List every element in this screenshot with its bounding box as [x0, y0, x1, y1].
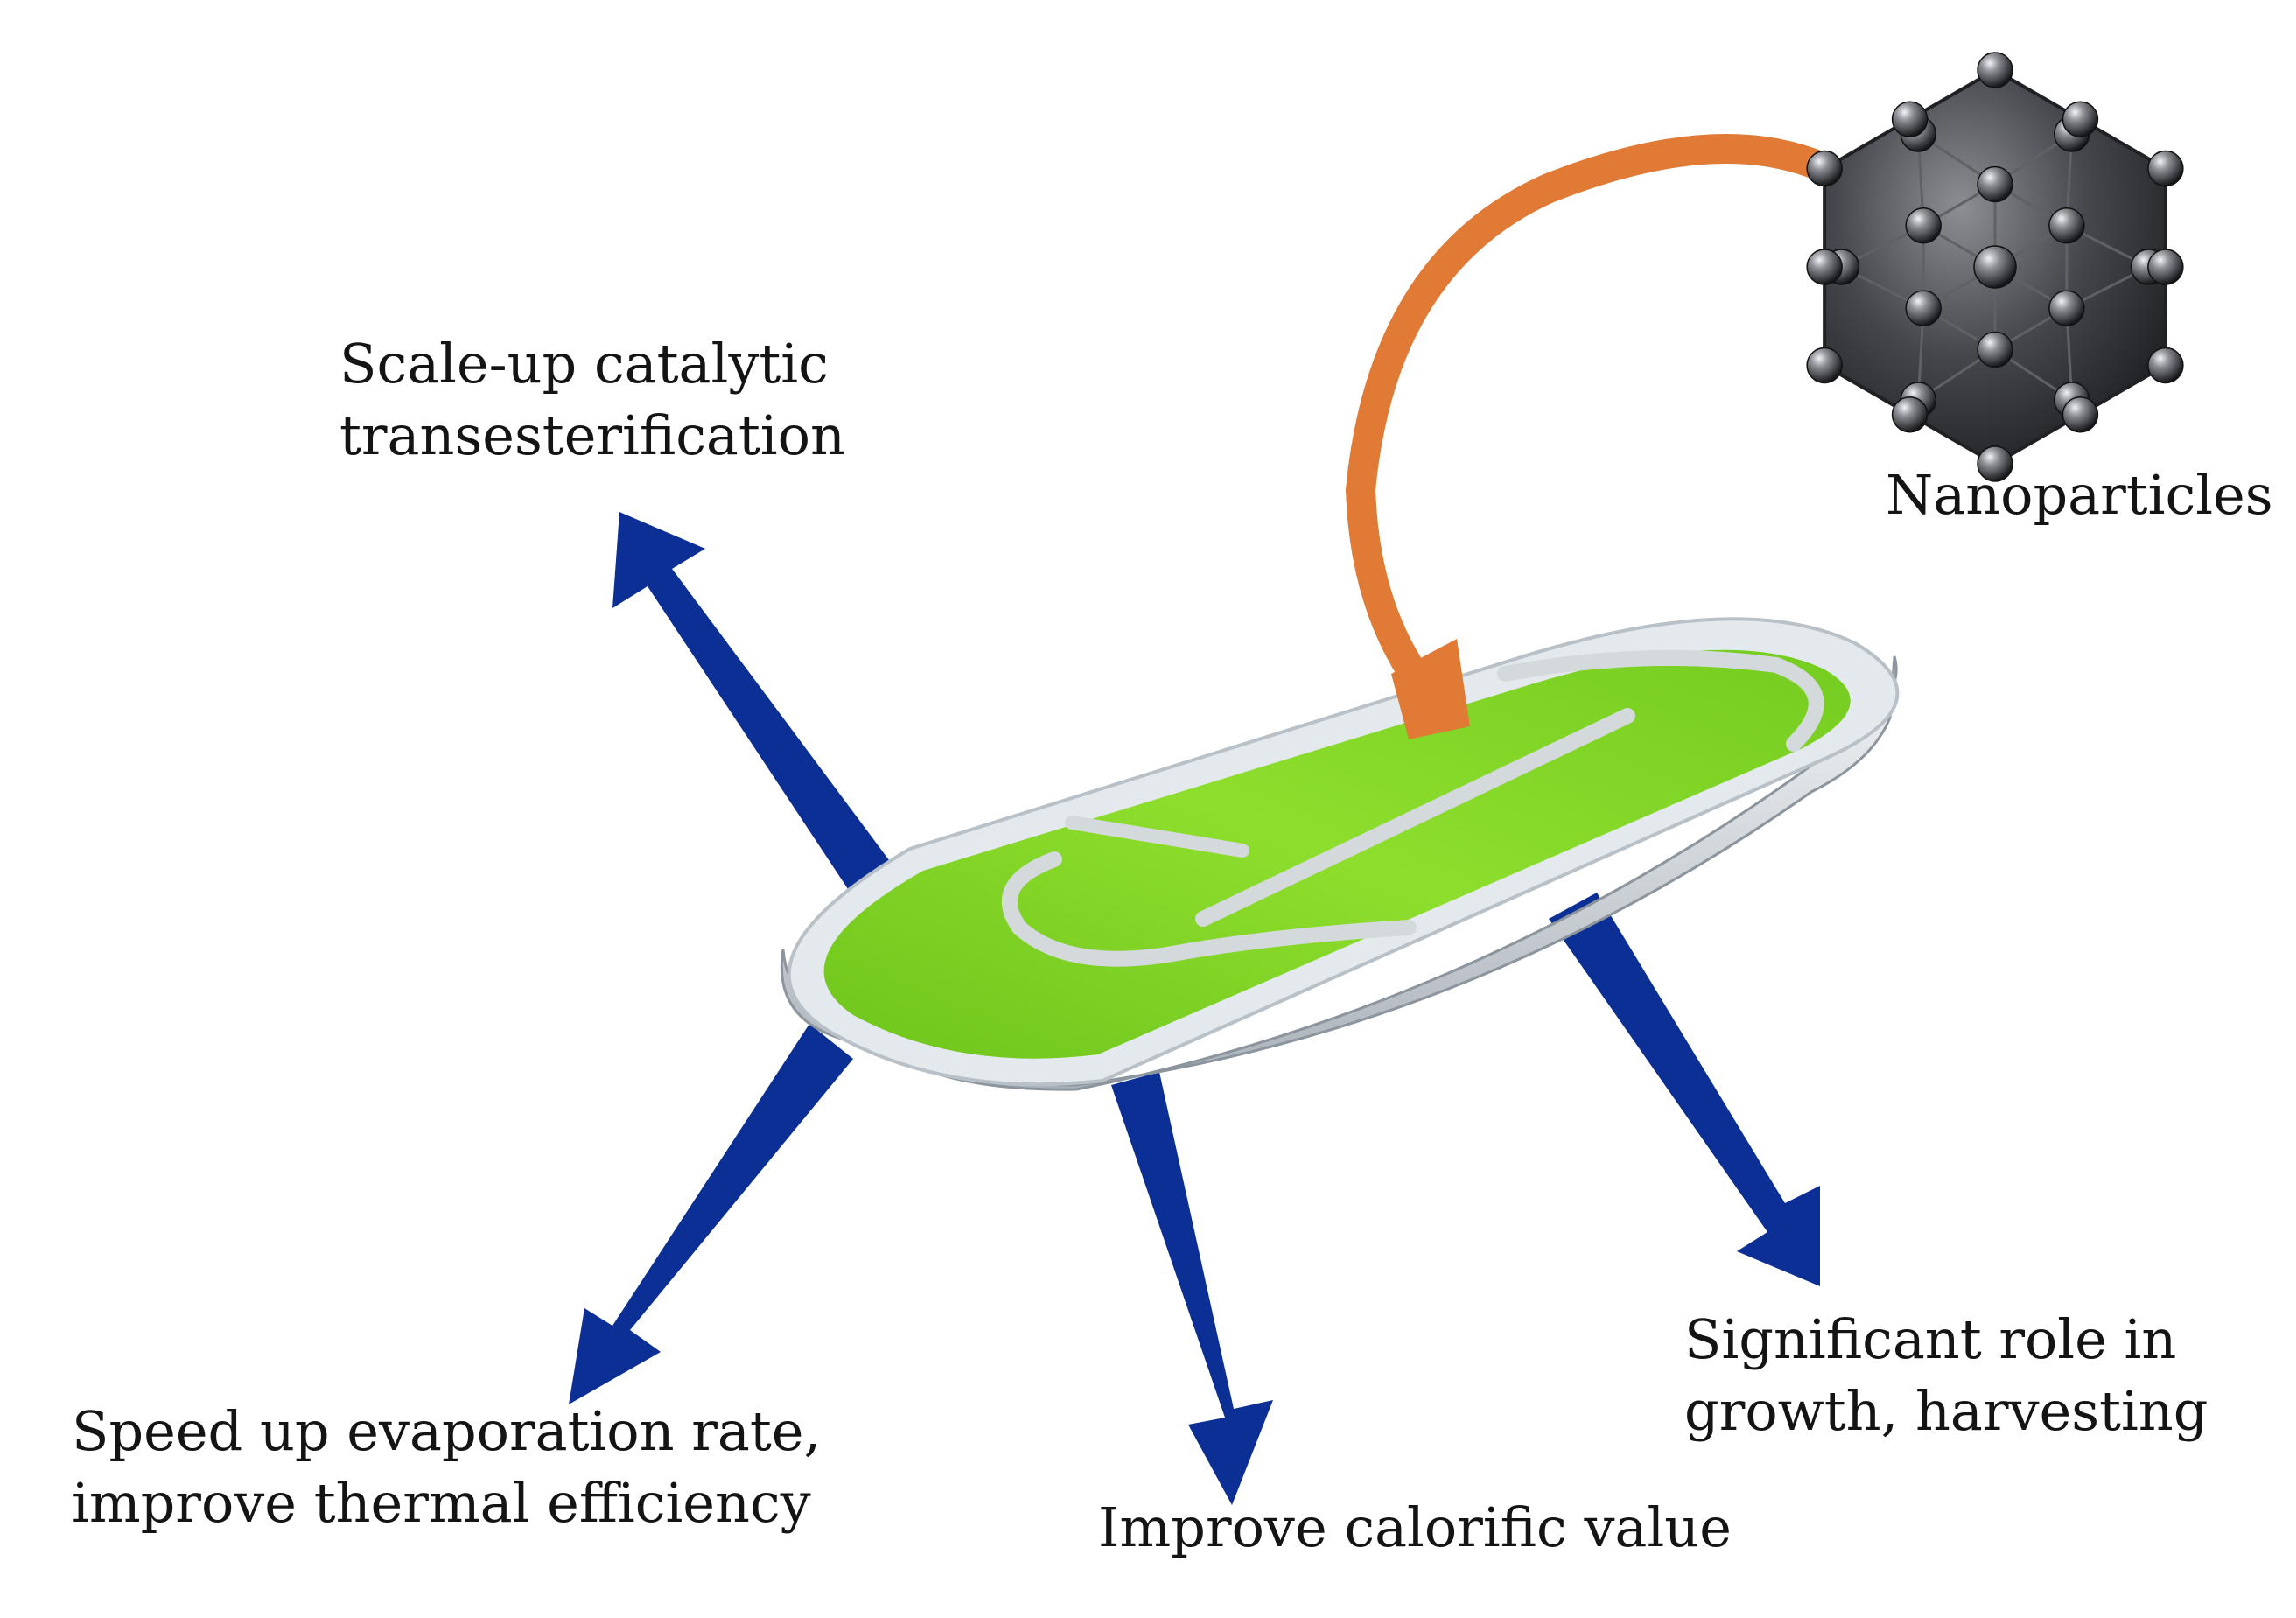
raceway-pond: [780, 617, 1900, 1091]
nanoparticle-atom: [1806, 249, 1843, 285]
nanoparticle-atom: [1977, 52, 2013, 88]
label-growth: Significant role in growth, harvesting: [1684, 1304, 2208, 1447]
arrow-scale-up: [612, 512, 897, 897]
blue-arrows: [569, 512, 1820, 1505]
left-curved-baffle: [1001, 851, 1417, 967]
nanoparticle-icon: [1806, 52, 2184, 482]
evaporation-line-1: Speed up evaporation rate,: [72, 1399, 822, 1463]
nanoparticle-atom: [2062, 396, 2099, 433]
scale-up-line-2: transesterification: [340, 403, 845, 467]
orange-arrow-head: [1391, 639, 1470, 739]
nanoparticle-atom: [2048, 207, 2085, 244]
orange-arrow: [1345, 134, 1835, 739]
nanoparticle-atom: [2147, 249, 2184, 285]
nanoparticle-atom: [1905, 207, 1942, 244]
center-baffle: [1195, 708, 1635, 927]
nanoparticle-atom: [1806, 347, 1843, 384]
label-scale-up: Scale-up catalytic transesterification: [340, 328, 845, 472]
evaporation-line-2: improve thermal efficiency: [72, 1471, 811, 1535]
orange-arrow-shaft: [1345, 134, 1835, 706]
arrow-growth: [1549, 893, 1820, 1286]
right-curved-baffle: [1497, 650, 1824, 752]
label-nanoparticles: Nanoparticles: [1886, 459, 2273, 531]
label-evaporation: Speed up evaporation rate, improve therm…: [72, 1396, 821, 1539]
nanoparticles-text: Nanoparticles: [1886, 463, 2273, 527]
nanoparticle-atom: [1806, 150, 1843, 187]
arrow-evaporation: [569, 1024, 853, 1404]
nanoparticle-atom: [1891, 101, 1928, 137]
label-calorific: Improve calorific value: [1098, 1492, 1732, 1564]
growth-line-2: growth, harvesting: [1684, 1379, 2208, 1443]
arrow-calorific: [1111, 1072, 1273, 1505]
nanoparticle-atom: [1977, 331, 2013, 368]
nanoparticle-atom: [1977, 445, 2013, 482]
growth-line-1: Significant role in: [1684, 1307, 2177, 1371]
nanoparticle-atom: [1973, 245, 2017, 289]
left-baffle-short: [1065, 816, 1250, 858]
nanoparticle-atom: [1891, 396, 1928, 433]
nanoparticle-atom: [2147, 150, 2184, 187]
nanoparticle-atom: [2062, 101, 2099, 137]
nanoparticle-atom: [1977, 165, 2013, 203]
scale-up-line-1: Scale-up catalytic: [340, 332, 829, 396]
nanoparticle-atom: [2147, 347, 2184, 384]
calorific-line-1: Improve calorific value: [1098, 1495, 1732, 1559]
nanoparticle-atom: [1905, 290, 1942, 326]
nanoparticle-atom: [2048, 290, 2085, 326]
